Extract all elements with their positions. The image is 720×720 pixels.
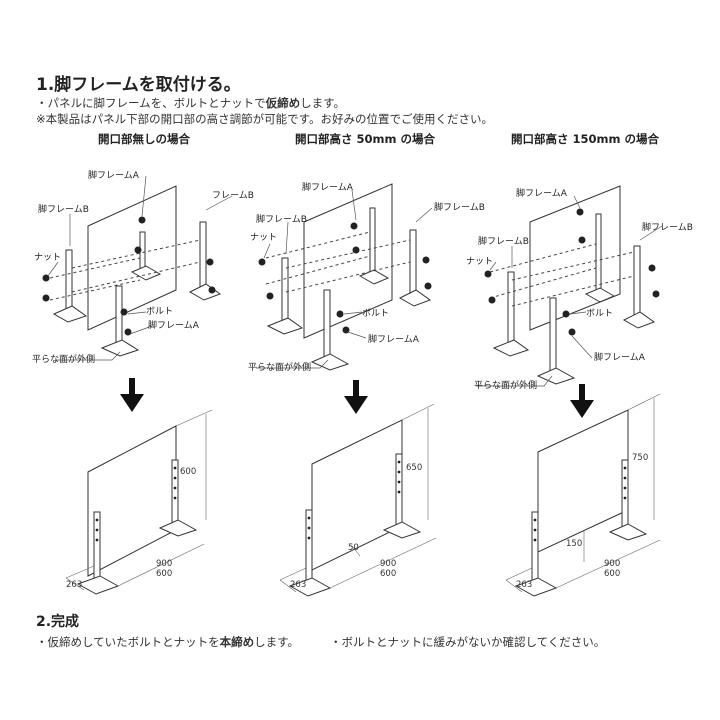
- dim-opening: 50: [348, 543, 359, 553]
- leg-frame-b-right: [398, 229, 432, 307]
- dim-width-900: 900: [380, 559, 396, 569]
- label-leg-frame-b: 脚フレームB: [38, 204, 89, 215]
- assembled-view-opening-150: [505, 393, 661, 597]
- leg-frame-back: [171, 459, 179, 525]
- step1-instruction-bold: 仮締め: [265, 96, 301, 110]
- label-flat-side: 平らな面が外側: [32, 353, 95, 365]
- step2-instruction-suffix: します。: [254, 635, 300, 649]
- dim-width-600: 600: [156, 569, 172, 579]
- label-leg-frame-b-right: 脚フレームB: [434, 202, 485, 213]
- leg-frame-a-lower: [310, 289, 350, 371]
- leg-frame-front: [93, 511, 101, 581]
- label-leg-frame-a: 脚フレームA: [88, 170, 140, 181]
- leg-frame-front: [305, 509, 313, 583]
- panel: [87, 425, 177, 577]
- dim-width-600: 600: [380, 569, 396, 579]
- label-nut: ナット: [34, 252, 61, 263]
- down-arrows: [120, 378, 594, 418]
- dim-height: 600: [180, 467, 196, 477]
- down-arrow-icon: [570, 384, 594, 418]
- label-leg-frame-b: 脚フレームB: [478, 236, 529, 247]
- step1-instruction-suffix: します。: [300, 96, 346, 110]
- exploded-view-opening-50: [256, 183, 433, 371]
- dim-height: 750: [632, 453, 648, 463]
- leg-frame-b-left: [52, 249, 88, 323]
- step1-title: 1.脚フレームを取付ける。: [36, 75, 241, 95]
- label-bolt: ボルト: [586, 308, 613, 319]
- leg-frame-back: [621, 459, 629, 529]
- dim-depth: 263: [290, 580, 306, 590]
- bolts-and-nuts: [484, 208, 660, 336]
- column-heading-opening-150: 開口部高さ 150mm の場合: [511, 132, 659, 146]
- label-leg-frame-a-2: 脚フレームA: [368, 334, 420, 345]
- frame-b-right: [188, 221, 222, 301]
- dim-opening: 150: [566, 539, 582, 549]
- label-flat-side: 平らな面が外側: [248, 361, 311, 373]
- bolts-and-nuts: [42, 216, 216, 336]
- exploded-view-opening-150: [476, 185, 663, 387]
- step1-instruction-text: ・パネルに脚フレームを、ボルトとナットで: [36, 96, 266, 110]
- label-flat-side: 平らな面が外側: [474, 379, 537, 391]
- dim-width-900: 900: [604, 559, 620, 569]
- step2-title: 2.完成: [36, 614, 80, 630]
- label-frame-b: フレームB: [212, 190, 254, 201]
- bolts-and-nuts: [258, 222, 432, 334]
- panel: [87, 185, 177, 331]
- leg-frame-front: [531, 511, 539, 583]
- label-nut: ナット: [466, 256, 493, 267]
- leg-frame-a-lower: [536, 297, 576, 385]
- down-arrow-icon: [120, 378, 144, 412]
- label-bolt: ボルト: [146, 306, 173, 317]
- step2-instruction-bold: 本締め: [219, 635, 255, 649]
- leg-frame-b-left: [492, 271, 530, 357]
- label-bolt: ボルト: [362, 308, 389, 319]
- dim-depth: 263: [66, 580, 82, 590]
- exploded-view-no-opening: [42, 175, 233, 361]
- assembled-view-no-opening: [65, 409, 213, 595]
- leg-frame-b-right: [622, 245, 656, 329]
- label-leg-frame-b-right: 脚フレームB: [642, 222, 693, 233]
- label-leg-frame-a-2: 脚フレームA: [148, 320, 200, 331]
- step2-check: ・ボルトとナットに緩みがないか確認してください。: [330, 635, 606, 649]
- label-leg-frame-a: 脚フレームA: [516, 188, 568, 199]
- label-leg-frame-a-2: 脚フレームA: [594, 352, 646, 363]
- step1-note: ※本製品はパネル下部の開口部の高さ調節が可能です。お好みの位置でご使用ください。: [36, 112, 493, 126]
- leg-frame-a-lower: [100, 285, 140, 357]
- dim-height: 650: [406, 463, 422, 473]
- label-leg-frame-a: 脚フレームA: [302, 182, 354, 193]
- leg-frame-a-back: [584, 213, 616, 303]
- dim-depth: 263: [516, 580, 532, 590]
- column-heading-no-opening: 開口部無しの場合: [98, 132, 190, 146]
- leg-frame-b-left: [266, 257, 304, 335]
- step1-instruction: ・パネルに脚フレームを、ボルトとナットで仮締めします。: [36, 95, 345, 111]
- dim-width-900: 900: [156, 559, 172, 569]
- label-nut: ナット: [250, 232, 277, 243]
- down-arrow-icon: [344, 380, 368, 414]
- dim-width-600: 600: [604, 569, 620, 579]
- column-heading-opening-50: 開口部高さ 50mm の場合: [295, 132, 435, 146]
- leg-frame-back: [395, 453, 403, 527]
- leg-frame-a-back: [358, 207, 390, 285]
- step2-instruction: ・仮締めしていたボルトとナットを本締めします。: [36, 634, 299, 650]
- assembled-view-opening-50: [279, 403, 437, 597]
- label-leg-frame-b: 脚フレームB: [256, 214, 307, 225]
- leg-frame-a-back: [130, 231, 162, 281]
- step2-instruction-text: ・仮締めしていたボルトとナットを: [36, 635, 220, 649]
